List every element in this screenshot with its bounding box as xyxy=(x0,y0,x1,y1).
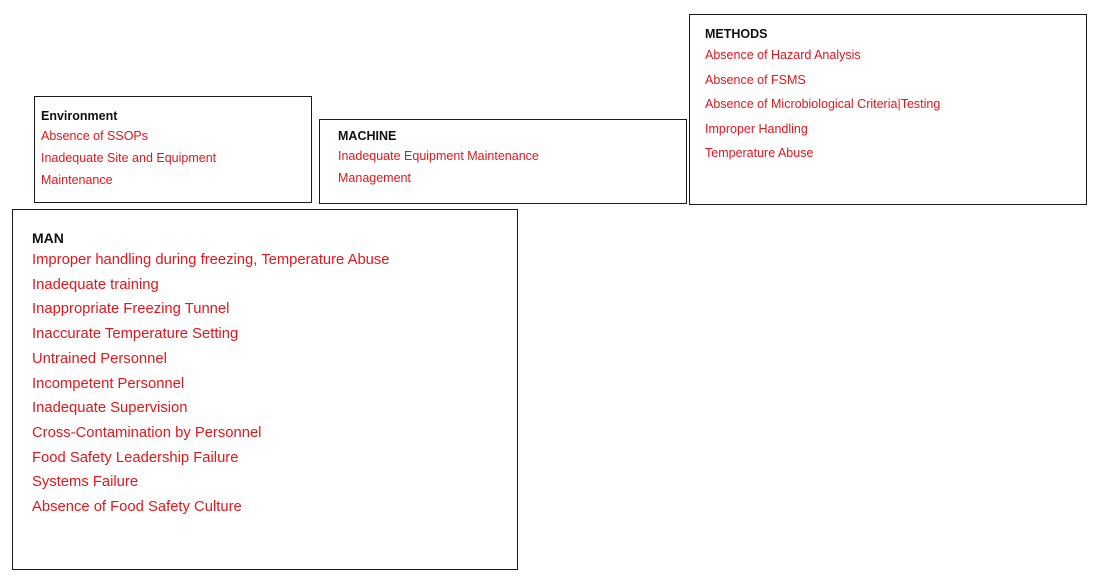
methods-cause-item: Absence of FSMS xyxy=(705,72,806,87)
machine-cause-item: Inadequate Equipment Maintenance xyxy=(338,149,539,163)
environment-title: Environment xyxy=(41,109,118,123)
environment-cause-list: Absence of SSOPs Inadequate Site and Equ… xyxy=(41,125,311,191)
machine-box: MACHINE Inadequate Equipment Maintenance… xyxy=(319,119,687,204)
methods-cause-item: Absence of Microbiological Criteria|Test… xyxy=(705,97,941,111)
environment-cause-item: Absence of SSOPs xyxy=(41,129,149,143)
man-cause-list: Improper handling during freezing, Tempe… xyxy=(32,248,517,520)
man-cause-item: Food Safety Leadership Failure xyxy=(32,449,239,466)
machine-cause-item: Management xyxy=(338,171,411,185)
methods-cause-item: Temperature Abuse xyxy=(705,146,814,160)
methods-cause-item: Absence of Hazard Analysis xyxy=(705,48,861,62)
methods-cause-item: Improper Handling xyxy=(705,121,808,136)
environment-cause-item: Inadequate Site and Equipment xyxy=(41,151,217,165)
man-cause-item: Incompetent Personnel xyxy=(32,375,185,392)
methods-cause-list: Absence of Hazard Analysis Absence of FS… xyxy=(705,43,1086,166)
methods-title: METHODS xyxy=(705,27,768,41)
man-box: MAN Improper handling during freezing, T… xyxy=(12,209,518,570)
methods-box: METHODS Absence of Hazard Analysis Absen… xyxy=(689,14,1087,205)
man-cause-item: Inadequate training xyxy=(32,276,159,293)
man-cause-item: Improper handling during freezing, Tempe… xyxy=(32,252,390,268)
man-cause-item: Cross-Contamination by Personnel xyxy=(32,424,262,441)
man-cause-item: Inadequate Supervision xyxy=(32,400,188,417)
man-cause-item: Inaccurate Temperature Setting xyxy=(32,326,239,343)
environment-cause-item: Maintenance xyxy=(41,173,113,187)
man-cause-item: Absence of Food Safety Culture xyxy=(32,499,242,516)
man-cause-item: Inappropriate Freezing Tunnel xyxy=(32,301,230,318)
man-title: MAN xyxy=(32,230,64,246)
environment-box: Environment Absence of SSOPs Inadequate … xyxy=(34,96,312,203)
man-cause-item: Systems Failure xyxy=(32,474,139,491)
machine-title: MACHINE xyxy=(338,129,397,143)
man-cause-item: Untrained Personnel xyxy=(32,350,167,367)
machine-cause-list: Inadequate Equipment Maintenance Managem… xyxy=(338,145,686,189)
